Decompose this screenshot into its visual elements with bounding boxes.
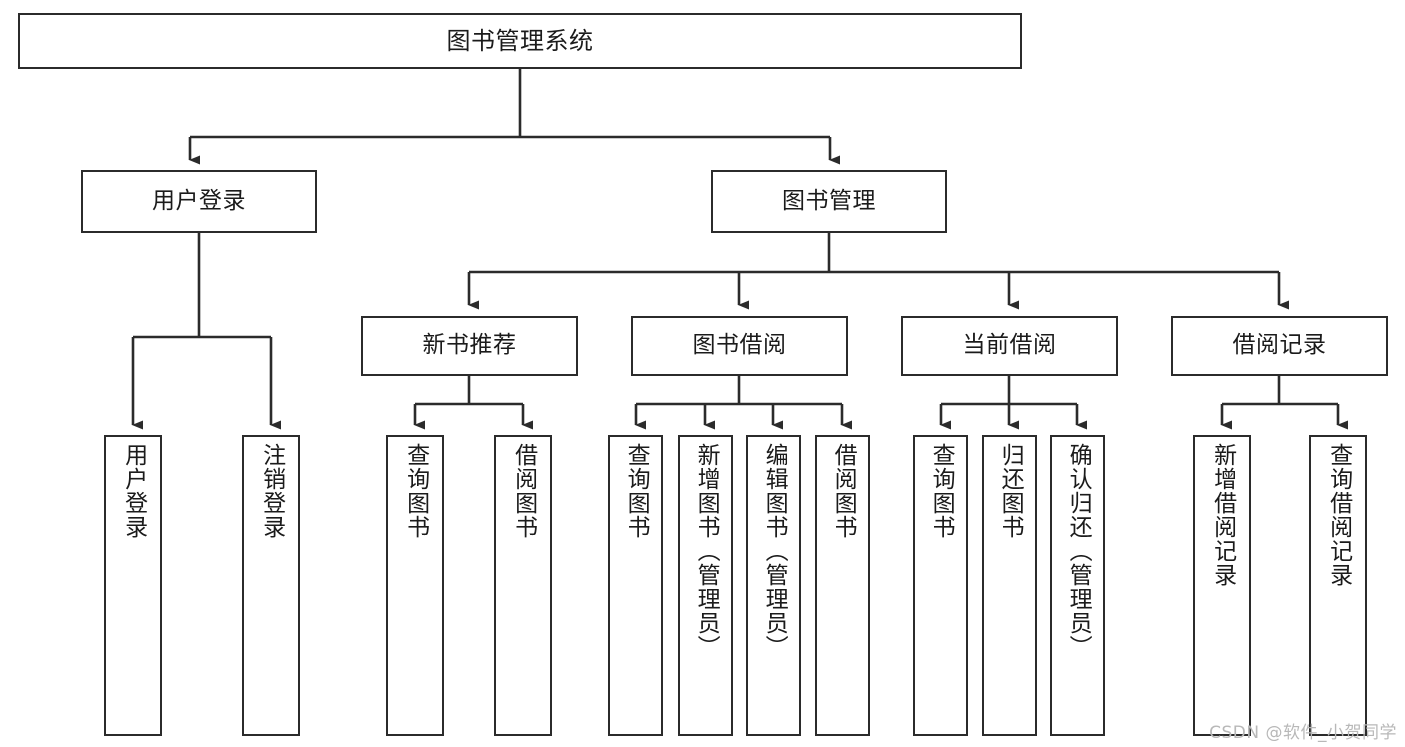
leaf-user-login-label: 用户登录 [120, 443, 147, 539]
leaf-query-book-current[interactable]: 查询图书 [913, 435, 968, 736]
leaf-borrow-book-borrow-label: 借阅图书 [830, 443, 857, 539]
leaf-logout-label: 注销登录 [258, 443, 285, 539]
leaf-borrow-book-borrow[interactable]: 借阅图书 [815, 435, 870, 736]
node-current-borrow-label: 当前借阅 [962, 332, 1057, 359]
leaf-query-book-current-label: 查询图书 [928, 443, 955, 539]
node-borrow-records-label: 借阅记录 [1232, 332, 1327, 359]
node-current-borrow[interactable]: 当前借阅 [901, 316, 1118, 376]
leaf-confirm-return-admin[interactable]: 确认归还（管理员） [1050, 435, 1105, 736]
leaf-query-borrow-record-label: 查询借阅记录 [1325, 443, 1352, 587]
leaf-borrow-book-newbook[interactable]: 借阅图书 [494, 435, 552, 736]
leaf-add-borrow-record[interactable]: 新增借阅记录 [1193, 435, 1251, 736]
leaf-user-login[interactable]: 用户登录 [104, 435, 162, 736]
leaf-edit-book-admin[interactable]: 编辑图书（管理员） [746, 435, 801, 736]
node-borrow-records[interactable]: 借阅记录 [1171, 316, 1388, 376]
node-book-management[interactable]: 图书管理 [711, 170, 947, 233]
leaf-query-book-borrow-label: 查询图书 [623, 443, 650, 539]
node-book-management-label: 图书管理 [782, 187, 876, 214]
node-new-book-recommend-label: 新书推荐 [422, 332, 517, 359]
node-user-login[interactable]: 用户登录 [81, 170, 317, 233]
leaf-add-borrow-record-label: 新增借阅记录 [1209, 443, 1236, 587]
node-book-borrow-label: 图书借阅 [692, 332, 787, 359]
node-new-book-recommend[interactable]: 新书推荐 [361, 316, 578, 376]
leaf-query-book-newbook-label: 查询图书 [402, 443, 429, 539]
csdn-watermark: CSDN @软件_小贺同学 [1209, 723, 1397, 743]
leaf-return-book[interactable]: 归还图书 [982, 435, 1037, 736]
leaf-return-book-label: 归还图书 [997, 443, 1024, 539]
leaf-confirm-return-admin-label: 确认归还（管理员） [1065, 443, 1092, 659]
leaf-logout[interactable]: 注销登录 [242, 435, 300, 736]
node-book-borrow[interactable]: 图书借阅 [631, 316, 848, 376]
node-root[interactable]: 图书管理系统 [18, 13, 1022, 69]
leaf-add-book-admin[interactable]: 新增图书（管理员） [678, 435, 733, 736]
leaf-edit-book-admin-label: 编辑图书（管理员） [761, 443, 788, 659]
node-root-label: 图书管理系统 [446, 26, 594, 55]
leaf-query-book-newbook[interactable]: 查询图书 [386, 435, 444, 736]
node-user-login-label: 用户登录 [152, 187, 246, 214]
leaf-query-borrow-record[interactable]: 查询借阅记录 [1309, 435, 1367, 736]
leaf-add-book-admin-label: 新增图书（管理员） [693, 443, 720, 659]
leaf-query-book-borrow[interactable]: 查询图书 [608, 435, 663, 736]
leaf-borrow-book-newbook-label: 借阅图书 [510, 443, 537, 539]
